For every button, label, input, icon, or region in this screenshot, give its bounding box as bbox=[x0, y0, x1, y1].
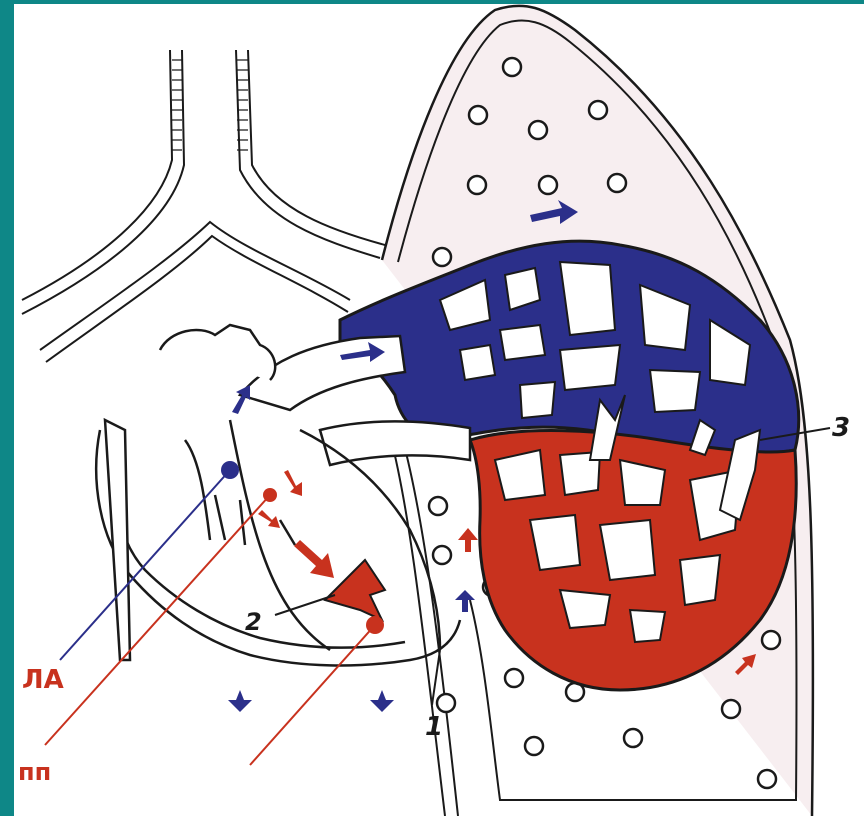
alveolus-circle-icon bbox=[539, 176, 557, 194]
heart-right-wall bbox=[300, 430, 440, 650]
alveolus-circle-icon bbox=[722, 700, 740, 718]
heart-valve-lines bbox=[215, 495, 295, 545]
label-3: 3 bbox=[832, 413, 850, 443]
label-2: 2 bbox=[245, 608, 262, 636]
trachea-right-wall-inner bbox=[248, 50, 385, 245]
heart-outline-left bbox=[96, 430, 460, 665]
alveolus-circle-icon bbox=[429, 497, 447, 515]
alveolus-circle-icon bbox=[529, 121, 547, 139]
blood-flow-arrow-icon bbox=[294, 540, 334, 578]
large-red-arrow bbox=[325, 560, 385, 620]
alveolus-circle-icon bbox=[433, 248, 451, 266]
marker-bottom bbox=[366, 616, 384, 634]
marker-la bbox=[221, 461, 239, 479]
label-la: ЛА bbox=[22, 665, 64, 695]
blood-flow-arrow-icon bbox=[284, 470, 302, 496]
aorta-arch bbox=[160, 325, 275, 380]
trachea-right-wall bbox=[236, 50, 380, 258]
blood-flow-arrow-icon bbox=[228, 690, 252, 712]
blood-flow-arrow-icon bbox=[232, 385, 250, 414]
trachea-bronchi bbox=[22, 50, 385, 362]
label-1: 1 bbox=[425, 712, 443, 742]
trachea-left-wall bbox=[22, 50, 172, 300]
alveolus-circle-icon bbox=[525, 737, 543, 755]
blood-flow-arrow-icon bbox=[458, 528, 478, 552]
alveolus-circle-icon bbox=[505, 669, 523, 687]
alveolus-circle-icon bbox=[433, 546, 451, 564]
marker-pp bbox=[263, 488, 277, 502]
blood-flow-arrow-icon bbox=[258, 510, 280, 528]
alveolus-circle-icon bbox=[589, 101, 607, 119]
label-pp: пп bbox=[18, 758, 51, 786]
alveolus-circle-icon bbox=[624, 729, 642, 747]
alveolus-circle-icon bbox=[437, 694, 455, 712]
trachea-left-wall-inner bbox=[22, 50, 184, 314]
alveolus-circle-icon bbox=[608, 174, 626, 192]
alveolus-circle-icon bbox=[503, 58, 521, 76]
alveolus-circle-icon bbox=[469, 106, 487, 124]
pleura-line-inner bbox=[402, 437, 458, 816]
alveolus-circle-icon bbox=[468, 176, 486, 194]
alveolus-circle-icon bbox=[758, 770, 776, 788]
heart-left-chamber bbox=[185, 440, 210, 540]
alveolus-circle-icon bbox=[762, 631, 780, 649]
leader-line-la bbox=[60, 470, 230, 660]
blood-flow-arrow-icon bbox=[370, 690, 394, 712]
